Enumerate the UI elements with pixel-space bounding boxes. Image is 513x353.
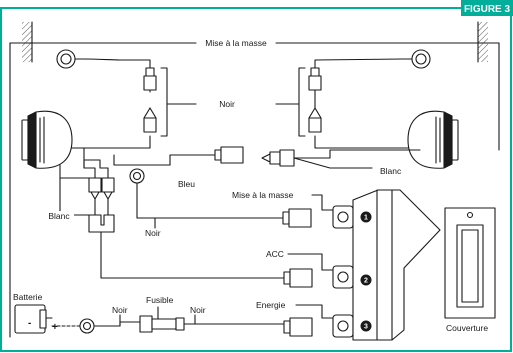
figure-label: FIGURE 3 — [464, 4, 511, 15]
switch-cover — [444, 207, 496, 319]
label-switch-ground: Mise à la masse — [232, 190, 294, 200]
ring-terminal-battery — [79, 318, 95, 334]
svg-text:2: 2 — [364, 278, 368, 285]
label-noir-right: Noir — [190, 305, 206, 315]
label-energie: Energie — [256, 300, 286, 310]
svg-text:1: 1 — [364, 215, 368, 222]
ring-terminal-right — [402, 49, 431, 69]
label-couverture: Couverture — [446, 323, 488, 333]
fuse-holder — [139, 315, 185, 333]
lamp-right — [407, 110, 459, 169]
label-battery-positive: + — [52, 322, 58, 333]
right-wall — [478, 22, 488, 62]
label-blanc-right: Blanc — [380, 166, 402, 176]
rocker-switch — [352, 189, 441, 341]
ring-terminal-left — [56, 49, 85, 69]
terminal-badge-1: 1 — [360, 211, 372, 223]
svg-text:3: 3 — [364, 324, 368, 331]
connector-right-upper — [308, 67, 322, 91]
label-blanc-left: Blanc — [48, 211, 70, 221]
battery — [14, 304, 53, 334]
splice-connector — [88, 214, 115, 233]
lamp-left — [21, 110, 73, 169]
switch-terminal-2 — [332, 265, 354, 289]
connector-center-male — [261, 149, 295, 167]
connector-center — [214, 146, 244, 164]
harness-connector-3 — [283, 317, 313, 337]
label-battery-negative: - — [28, 318, 31, 329]
figure-tag: FIGURE 3 — [461, 0, 513, 16]
connector-pair-left — [88, 177, 115, 200]
connector-left-lower — [143, 107, 157, 133]
ring-terminal-bleu — [129, 168, 145, 219]
label-noir-left: Noir — [112, 305, 128, 315]
left-wall — [22, 22, 32, 62]
label-ground-top: Mise à la masse — [205, 38, 267, 48]
switch-terminal-3 — [332, 314, 354, 338]
label-acc: ACC — [266, 249, 284, 259]
harness-connector-2 — [283, 268, 313, 288]
switch-terminal-1 — [332, 205, 354, 229]
terminal-badge-3: 3 — [360, 320, 372, 332]
connector-right-lower — [308, 107, 322, 133]
label-noir-center: Noir — [219, 99, 235, 109]
figure-frame — [0, 7, 512, 352]
connector-left-upper — [143, 67, 157, 93]
label-noir-mid: Noir — [145, 228, 161, 238]
label-fusible: Fusible — [146, 295, 174, 305]
harness-connector-1 — [282, 208, 312, 228]
label-batterie: Batterie — [13, 292, 43, 302]
terminal-badge-2: 2 — [360, 274, 372, 286]
label-bleu: Bleu — [178, 179, 195, 189]
